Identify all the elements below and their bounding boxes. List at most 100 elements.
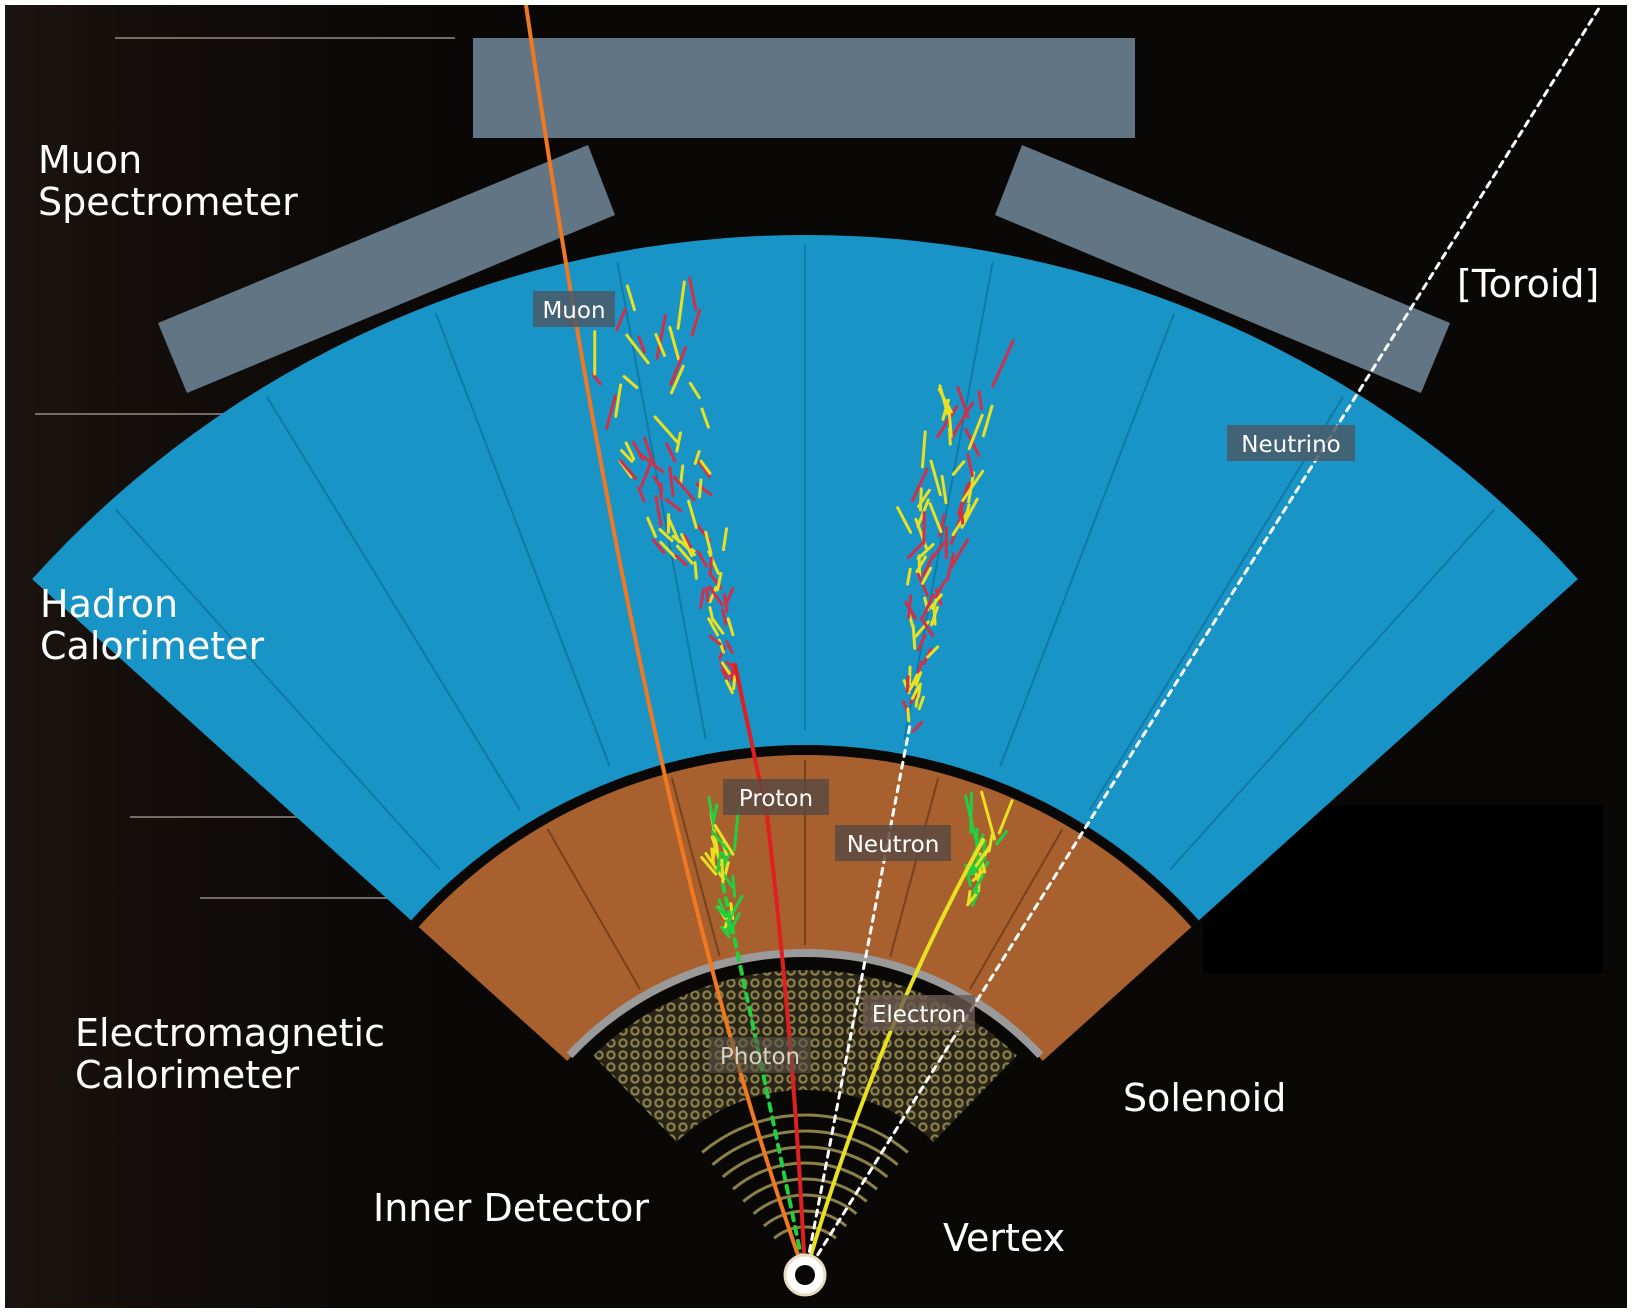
em-segment-divider: [670, 777, 721, 957]
hadron-shower-proton: [637, 451, 665, 474]
hadron-shower-proton: [680, 532, 694, 558]
hadron-shower-proton: [725, 640, 734, 655]
hadron-shower-neutron: [928, 502, 943, 534]
label-inner-detector: Inner Detector: [373, 1186, 650, 1230]
hadron-shower-proton: [722, 593, 729, 613]
tag-muon: Muon: [533, 291, 615, 327]
hadron-shower-proton: [709, 556, 713, 575]
hadron-shower-proton: [705, 586, 710, 603]
solenoid-arc: [566, 949, 1044, 1059]
em-shower-photon: [716, 851, 723, 874]
em-shower-electron: [974, 849, 988, 868]
hadron-shower-proton: [591, 372, 602, 386]
hadron-shower-proton: [708, 634, 722, 646]
em-shower-photon: [710, 847, 716, 865]
hadron-shower-proton: [676, 280, 686, 330]
label-muon-spectrometer: Muon Spectrometer: [38, 138, 298, 224]
hadron-shower-proton: [716, 571, 723, 592]
hadron-segment-divider: [265, 396, 522, 811]
hadron-shower-neutron: [911, 720, 924, 733]
hadron-shower-proton: [690, 308, 701, 337]
muon-track: [524, 5, 807, 1277]
hadron-shower-neutron: [919, 616, 935, 637]
hadron-segment-divider: [1088, 396, 1345, 811]
label-em-calorimeter: Electromagnetic Calorimeter: [75, 1011, 386, 1097]
hadron-shower-neutron: [940, 474, 948, 505]
hadron-shower-proton: [669, 346, 688, 386]
hadron-shower-neutron: [929, 459, 942, 497]
em-shower-electron: [980, 790, 997, 841]
hadron-shower-proton: [704, 530, 713, 556]
tag-neutron: Neutron: [835, 825, 951, 861]
hadron-shower-proton: [693, 450, 701, 465]
muon-chambers: [158, 38, 1450, 393]
hadron-shower-neutron: [907, 665, 912, 686]
hadron-shower-neutron: [967, 413, 984, 451]
em-shower-electron: [987, 833, 994, 853]
hadron-shower-proton: [726, 617, 735, 637]
hadron-shower-proton: [655, 314, 667, 360]
hadron-shower-neutron: [964, 503, 971, 520]
hadron-shower-proton: [721, 608, 728, 626]
hadron-shower-neutron: [916, 633, 927, 652]
muon-chamber-left: [158, 145, 615, 393]
hadron-shower-proton: [693, 561, 698, 580]
em-shower-electron: [971, 869, 985, 882]
hadron-shower-proton: [724, 586, 735, 606]
em-shower-photon: [713, 823, 735, 856]
hadron-shower-neutron: [981, 404, 994, 438]
em-shower-photon: [704, 852, 724, 878]
muon-chamber-right: [995, 145, 1450, 393]
hadron-shower-neutron: [977, 390, 983, 411]
em-shower-photon: [731, 875, 737, 898]
em-shower-electron: [970, 889, 981, 907]
em-shower-electron: [966, 890, 972, 906]
particle-showers: [556, 276, 1015, 939]
hadron-shower-neutron: [949, 538, 969, 569]
hadron-segment-divider: [999, 313, 1176, 767]
inner-detector-layer: [701, 1113, 909, 1154]
hadron-shower-proton: [679, 464, 685, 487]
hadron-shower-proton: [674, 554, 688, 567]
hadron-shower-neutron: [961, 469, 985, 503]
hadron-shower-proton: [664, 498, 683, 513]
em-segment-divider: [969, 828, 1064, 990]
hadron-shower-proton: [605, 394, 617, 430]
hadron-shower-proton: [720, 661, 731, 675]
em-shower-electron: [972, 873, 985, 893]
hadron-shower-proton: [672, 475, 696, 502]
hadron-shower-neutron: [918, 487, 923, 512]
inner-detector-layer: [732, 1161, 878, 1191]
neutron-track: [803, 723, 912, 1277]
hadron-shower-proton: [653, 415, 679, 444]
em-shower-electron: [969, 791, 974, 834]
hadron-shower-proton: [707, 617, 720, 637]
hadron-shower-proton: [720, 668, 730, 682]
hadron-shower-proton: [642, 436, 656, 468]
hadron-shower-neutron: [916, 542, 935, 560]
em-shower-photon: [715, 905, 728, 918]
hadron-shower-neutron: [934, 579, 947, 599]
hadron-shower-proton: [631, 440, 645, 461]
hadron-shower-neutron: [910, 467, 929, 503]
tag-photon: Photon: [709, 1037, 811, 1073]
hadron-shower-proton: [637, 335, 646, 354]
hadron-shower-proton: [697, 478, 703, 499]
em-segment-divider: [546, 828, 641, 990]
detector-cross-section: Muon Neutrino Proton Neutron Electron Ph…: [5, 5, 1603, 1308]
hadron-shower-proton: [625, 333, 650, 365]
tag-neutron-text: Neutron: [847, 832, 940, 858]
vertex-center: [795, 1265, 815, 1285]
hadron-shower-proton: [700, 407, 710, 429]
hadron-calorimeter: [32, 234, 1578, 921]
hadron-shower-neutron: [920, 430, 927, 469]
hadron-shower-neutron: [929, 593, 943, 610]
em-shower-photon: [731, 912, 741, 929]
tag-neutrino: Neutrino: [1227, 425, 1355, 461]
hadron-shower-proton: [658, 528, 674, 543]
tag-electron-text: Electron: [872, 1002, 966, 1028]
hadron-shower-proton: [732, 675, 737, 691]
hadron-shower-proton: [624, 441, 636, 461]
hadron-shower-neutron: [956, 385, 970, 419]
hadron-shower-proton: [615, 307, 627, 332]
